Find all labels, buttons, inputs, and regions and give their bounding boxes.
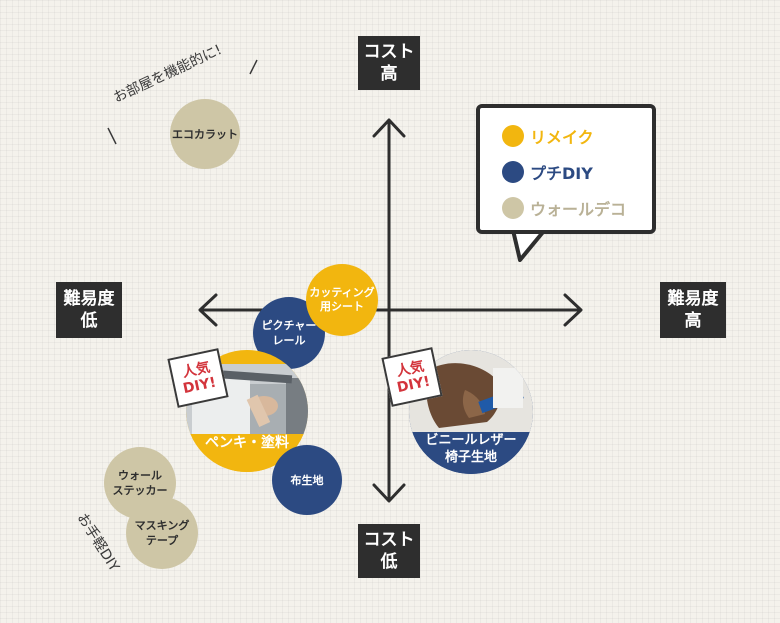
axis-label-line: コスト: [363, 530, 415, 550]
item-cutting-sheet: カッティング 用シート: [306, 264, 378, 336]
arrow-right-icon: [563, 293, 583, 327]
item-label: ペンキ・塗料: [205, 435, 289, 451]
axis-label-line: 低: [380, 552, 398, 572]
legend-item-remake: リメイク: [502, 124, 594, 148]
axis-label-line: 高: [684, 311, 702, 331]
item-label: 布生地: [290, 473, 324, 487]
axis-label-cost-high: コスト 高: [358, 36, 420, 90]
popular-badge-vinyl: 人気 DIY!: [381, 347, 443, 407]
item-fabric: 布生地: [272, 445, 342, 515]
arrow-up-icon: [372, 118, 406, 138]
item-eco-carat: エコカラット: [170, 99, 240, 169]
item-label: ウォール: [118, 469, 162, 482]
legend-dot-wall-deco: [502, 197, 524, 219]
axis-label-difficulty-low: 難易度 低: [56, 282, 122, 338]
item-label: ステッカー: [112, 484, 168, 497]
axis-label-line: 低: [80, 311, 98, 331]
legend-label: ウォールデコ: [530, 200, 627, 219]
axis-label-line: 難易度: [63, 289, 115, 309]
popular-badge-paint: 人気 DIY!: [167, 348, 229, 408]
axis-label-line: 高: [380, 64, 398, 84]
axis-label-line: 難易度: [667, 289, 719, 309]
note-slash-left: [107, 127, 117, 145]
item-label: エコカラット: [172, 127, 238, 141]
item-label: ビニールレザー: [425, 433, 517, 448]
item-label: テープ: [145, 534, 179, 547]
legend-label: プチDIY: [530, 164, 593, 183]
arrow-left-icon: [198, 293, 218, 327]
axis-label-line: コスト: [363, 42, 415, 62]
item-label: レール: [272, 334, 306, 347]
arrow-down-icon: [372, 483, 406, 503]
legend-dot-petit-diy: [502, 161, 524, 183]
item-label: 用シート: [320, 300, 364, 313]
legend-label: リメイク: [530, 128, 594, 147]
item-label: カッティング: [309, 286, 375, 299]
legend-dot-remake: [502, 125, 524, 147]
item-wall-sticker: ウォール ステッカー: [104, 447, 176, 519]
note-slash-right: [249, 59, 258, 75]
item-label: ピクチャー: [261, 319, 317, 332]
legend-item-wall-deco: ウォールデコ: [502, 196, 626, 220]
item-label: 椅子生地: [444, 450, 497, 465]
item-masking-tape: マスキング テープ: [126, 497, 198, 569]
axis-label-difficulty-high: 難易度 高: [660, 282, 726, 338]
item-label: マスキング: [134, 519, 190, 532]
legend: リメイク プチDIY ウォールデコ: [476, 104, 656, 234]
legend-item-petit-diy: プチDIY: [502, 160, 593, 184]
axis-label-cost-low: コスト 低: [358, 524, 420, 578]
